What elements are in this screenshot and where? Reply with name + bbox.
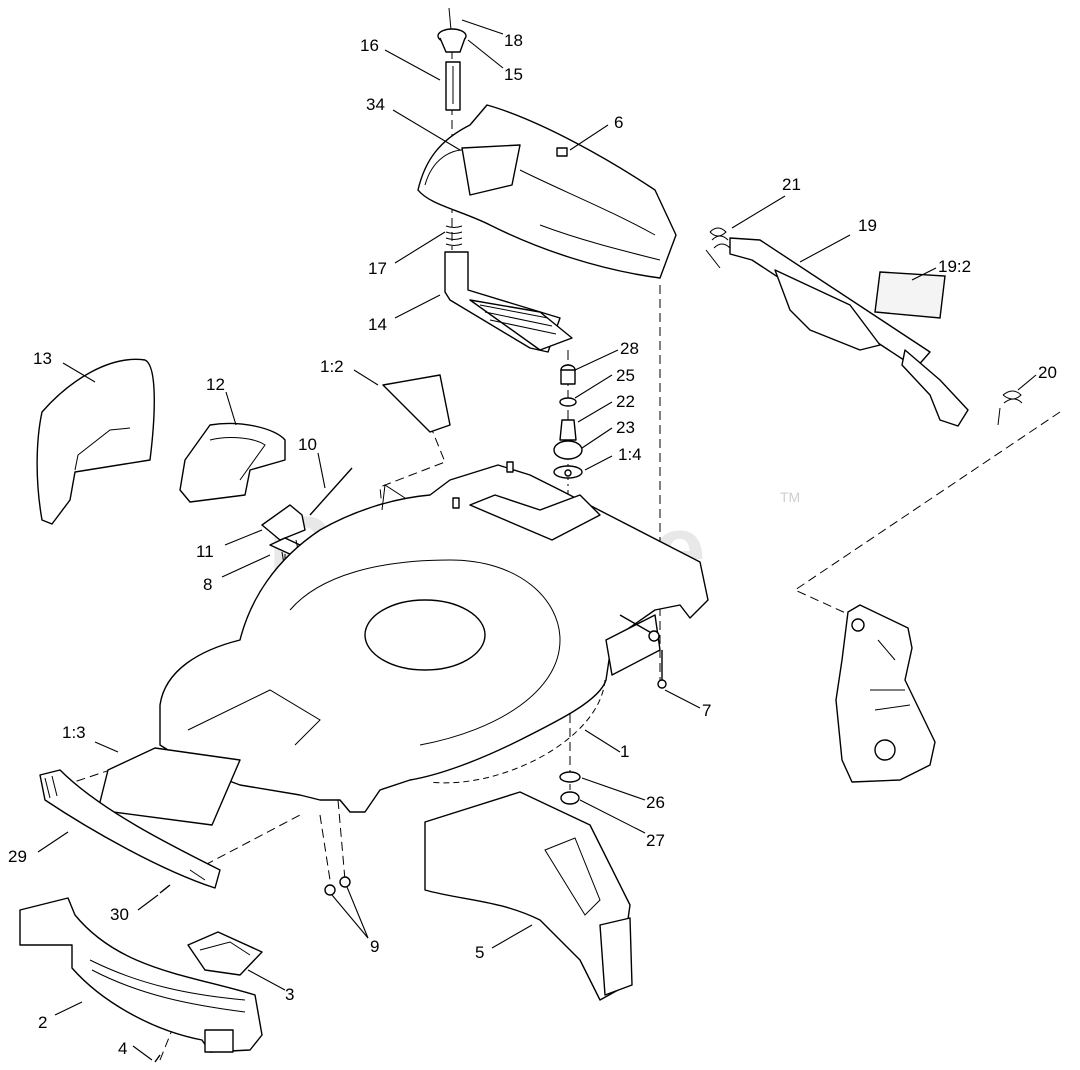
callout-19-2: 19:2 — [938, 257, 971, 276]
callout-8: 8 — [203, 575, 212, 594]
rear-shield — [417, 104, 677, 279]
callout-23: 23 — [616, 418, 635, 437]
callout-22: 22 — [616, 392, 635, 411]
callout-12: 12 — [206, 375, 225, 394]
callout-2: 2 — [38, 1013, 47, 1032]
callout-17: 17 — [368, 259, 387, 278]
callout-10: 10 — [298, 435, 317, 454]
side-discharge-chute — [424, 791, 633, 1001]
adjuster-stack — [553, 364, 583, 479]
callout-27: 27 — [646, 831, 665, 850]
washer-nut — [559, 771, 581, 805]
callout-1-2: 1:2 — [320, 357, 344, 376]
callout-26: 26 — [646, 793, 665, 812]
side-plate — [835, 604, 936, 783]
callout-14: 14 — [368, 315, 387, 334]
rear-door — [444, 251, 573, 353]
front-bracket-lower — [19, 897, 263, 1053]
door-spring — [445, 225, 463, 246]
callout-5: 5 — [475, 943, 484, 962]
decal-1-2 — [382, 374, 451, 433]
front-bracket — [179, 422, 286, 503]
callout-1-3: 1:3 — [62, 723, 86, 742]
callout-20: 20 — [1038, 363, 1057, 382]
callout-15: 15 — [504, 65, 523, 84]
callout-29: 29 — [8, 847, 27, 866]
latch-rod-assembly — [437, 7, 467, 111]
callout-30: 30 — [110, 905, 129, 924]
callout-4: 4 — [118, 1039, 127, 1058]
watermark-trademark: TM — [780, 489, 800, 505]
callout-18: 18 — [504, 31, 523, 50]
callout-9: 9 — [370, 937, 379, 956]
callout-25: 25 — [616, 366, 635, 385]
lower-screw — [154, 1054, 161, 1063]
callout-16: 16 — [360, 36, 379, 55]
decal-1-3 — [97, 747, 241, 826]
leader-lines — [37, 19, 1037, 1061]
front-plug — [187, 931, 263, 976]
height-adjust-lever — [705, 227, 1023, 427]
callout-labels: 18 15 16 34 6 21 19 19:2 17 14 28 25 22 … — [8, 31, 1057, 1058]
cable-bracket — [261, 467, 353, 571]
callout-21: 21 — [782, 175, 801, 194]
callout-28: 28 — [620, 339, 639, 358]
callout-7: 7 — [702, 701, 711, 720]
bolts — [324, 876, 351, 896]
callout-1-4: 1:4 — [618, 445, 642, 464]
mower-deck — [159, 461, 709, 813]
callout-11: 11 — [196, 542, 214, 561]
callout-6: 6 — [614, 113, 623, 132]
callout-1: 1 — [620, 742, 629, 761]
callout-34: 34 — [366, 95, 385, 114]
rear-hood — [36, 358, 155, 525]
callout-13: 13 — [33, 349, 52, 368]
callout-3: 3 — [285, 985, 294, 1004]
callout-19: 19 — [858, 216, 877, 235]
front-trim — [39, 769, 221, 894]
